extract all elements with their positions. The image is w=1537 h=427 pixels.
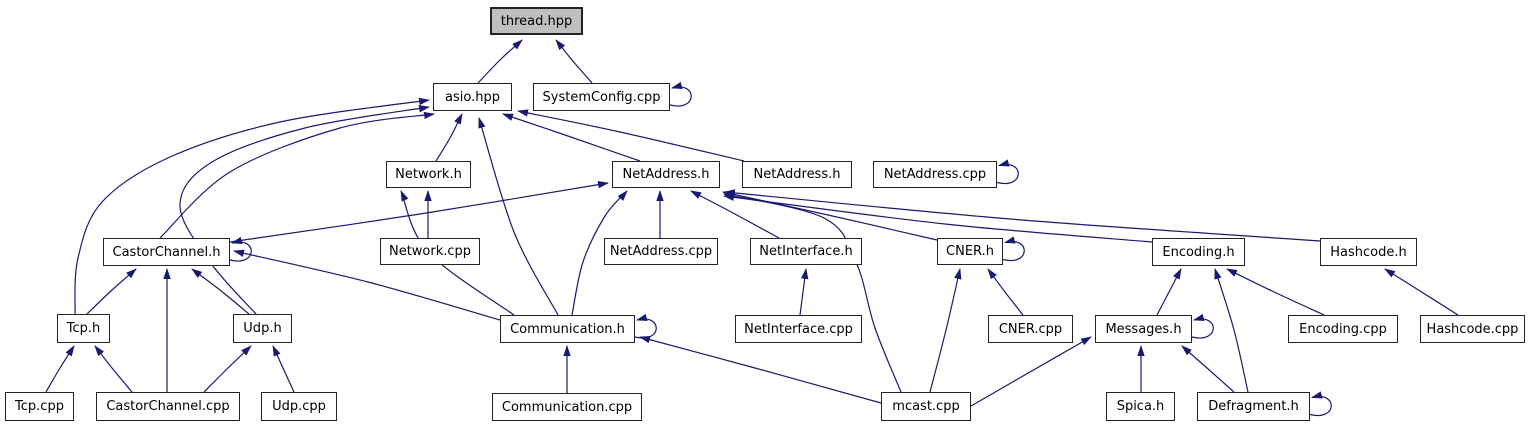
- graph-node-systemconfig-cpp[interactable]: SystemConfig.cpp: [533, 83, 670, 111]
- edge-communication_h-to-communication_h: [634, 313, 657, 339]
- graph-node-udp-h[interactable]: Udp.h: [233, 314, 292, 343]
- edge-netinterface_h-to-netaddress_h: [690, 190, 780, 239]
- edge-udp_h-to-asio_hpp: [179, 105, 430, 315]
- graph-node-castorchannel-h[interactable]: CastorChannel.h: [103, 238, 230, 266]
- graph-node-hashcode-h[interactable]: Hashcode.h: [1320, 238, 1417, 266]
- graph-node-netaddress-h[interactable]: NetAddress.h: [612, 161, 720, 188]
- edge-defragment_h-to-encoding_h: [1214, 268, 1249, 393]
- edge-cner_h-to-cner_h: [1002, 236, 1025, 262]
- edge-hashcode_cpp-to-hashcode_h: [1384, 268, 1459, 316]
- edge-netaddress_cpp2-to-netaddress_cpp2: [996, 159, 1019, 185]
- graph-node-mcast-cpp[interactable]: mcast.cpp: [881, 392, 971, 421]
- graph-node-castorchannel-cpp[interactable]: CastorChannel.cpp: [96, 392, 240, 421]
- edge-tcp_h-to-asio_hpp: [74, 97, 430, 315]
- graph-node-defragment-h[interactable]: Defragment.h: [1197, 392, 1310, 421]
- edge-defragment_h-to-messages_h: [1181, 345, 1235, 393]
- graph-node-netinterface-cpp[interactable]: NetInterface.cpp: [735, 315, 862, 343]
- graph-node-netaddress-cpp[interactable]: NetAddress.cpp: [604, 238, 718, 265]
- graph-node-netaddress-h[interactable]: NetAddress.h: [742, 161, 852, 188]
- graph-node-udp-cpp[interactable]: Udp.cpp: [261, 392, 337, 421]
- edge-castorchannel_h-to-netaddress_h: [229, 180, 609, 243]
- edge-hashcode_h-to-netaddress_h: [724, 189, 1321, 242]
- graph-node-asio-hpp[interactable]: asio.hpp: [433, 83, 512, 111]
- graph-node-encoding-cpp[interactable]: Encoding.cpp: [1288, 315, 1398, 343]
- edge-cner_h-to-netaddress_h: [722, 190, 938, 241]
- edge-communication_h-to-castorchannel_h: [233, 249, 501, 321]
- edge-netaddress_h2-to-asio_hpp: [517, 109, 745, 162]
- edge-mcast_cpp-to-communication_h: [639, 336, 882, 404]
- edge-defragment_h-to-defragment_h: [1309, 391, 1332, 417]
- edge-castorchannel_cpp-to-udp_h: [203, 345, 252, 393]
- edge-mcast_cpp-to-netaddress_h: [723, 192, 902, 393]
- edge-encoding_h-to-netaddress_h: [723, 193, 1153, 243]
- graph-node-network-cpp[interactable]: Network.cpp: [380, 238, 480, 265]
- graph-node-tcp-cpp[interactable]: Tcp.cpp: [5, 392, 74, 421]
- edge-castorchannel_h-to-asio_hpp: [159, 111, 435, 239]
- edge-tcp_cpp-to-tcp_h: [45, 345, 75, 393]
- edge-messages_h-to-messages_h: [1191, 313, 1214, 339]
- edge-netinterface_cpp-to-netinterface_h: [799, 268, 809, 316]
- edge-castorchannel_h-to-castorchannel_h: [229, 236, 252, 262]
- edge-communication_h-to-asio_hpp: [478, 117, 559, 316]
- graph-node-communication-cpp[interactable]: Communication.cpp: [492, 393, 642, 421]
- edge-encoding_cpp-to-encoding_h: [1226, 268, 1325, 316]
- graph-node-thread-hpp: thread.hpp: [490, 7, 583, 35]
- edge-systemconfig_cpp-to-systemconfig_cpp: [669, 81, 692, 107]
- edge-udp_h-to-castorchannel_h: [191, 268, 250, 315]
- edge-cner_cpp-to-cner_h: [987, 268, 1024, 316]
- graph-node-netaddress-cpp[interactable]: NetAddress.cpp: [873, 161, 997, 188]
- graph-node-netinterface-h[interactable]: NetInterface.h: [750, 238, 862, 265]
- graph-node-encoding-h[interactable]: Encoding.h: [1152, 238, 1245, 266]
- graph-node-hashcode-cpp[interactable]: Hashcode.cpp: [1420, 315, 1525, 343]
- graph-node-spica-h[interactable]: Spica.h: [1106, 392, 1175, 421]
- edge-messages_h-to-encoding_h: [1156, 268, 1182, 316]
- edge-mcast_cpp-to-messages_h: [970, 336, 1092, 407]
- edge-mcast_cpp-to-cner_h: [929, 268, 962, 393]
- edge-castorchannel_cpp-to-tcp_h: [94, 345, 133, 393]
- edge-netaddress_h-to-asio_hpp: [502, 113, 641, 162]
- graph-node-network-h[interactable]: Network.h: [386, 161, 471, 188]
- edge-systemconfig_cpp-to-thread_hpp: [555, 39, 593, 84]
- graph-node-messages-h[interactable]: Messages.h: [1095, 315, 1192, 343]
- graph-node-communication-h[interactable]: Communication.h: [500, 315, 635, 343]
- graph-node-cner-h[interactable]: CNER.h: [937, 238, 1003, 265]
- graph-node-tcp-h[interactable]: Tcp.h: [57, 314, 110, 343]
- edge-udp_cpp-to-udp_h: [272, 345, 295, 393]
- graph-node-cner-cpp[interactable]: CNER.cpp: [988, 315, 1073, 343]
- edge-communication_h-to-netaddress_h: [571, 190, 628, 316]
- edge-asio_hpp-to-thread_hpp: [477, 39, 523, 84]
- edge-network_h-to-asio_hpp: [435, 113, 463, 162]
- edge-tcp_h-to-castorchannel_h: [86, 268, 137, 315]
